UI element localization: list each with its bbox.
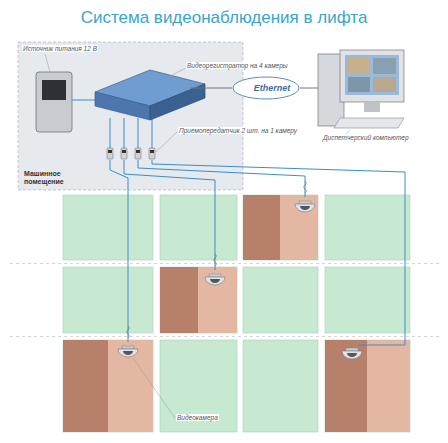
transceiver-label: Приемопередатчик 2 шт. на 1 камеру bbox=[178, 127, 298, 134]
camera-label: Видеокамера bbox=[176, 414, 219, 421]
room-label: Машинное помещение bbox=[24, 170, 70, 186]
recorder-label: Видеорегистратор на 4 камеры bbox=[186, 62, 289, 69]
diagram-title: Система видеонаблюдения в лифта bbox=[0, 8, 448, 28]
network-label: Ethernet bbox=[232, 83, 312, 93]
computer-label: Диспетчерский компьютер bbox=[322, 134, 410, 141]
power-supply-label: Источник питания 12 В bbox=[22, 45, 98, 52]
network-cloud: Ethernet bbox=[232, 76, 312, 100]
